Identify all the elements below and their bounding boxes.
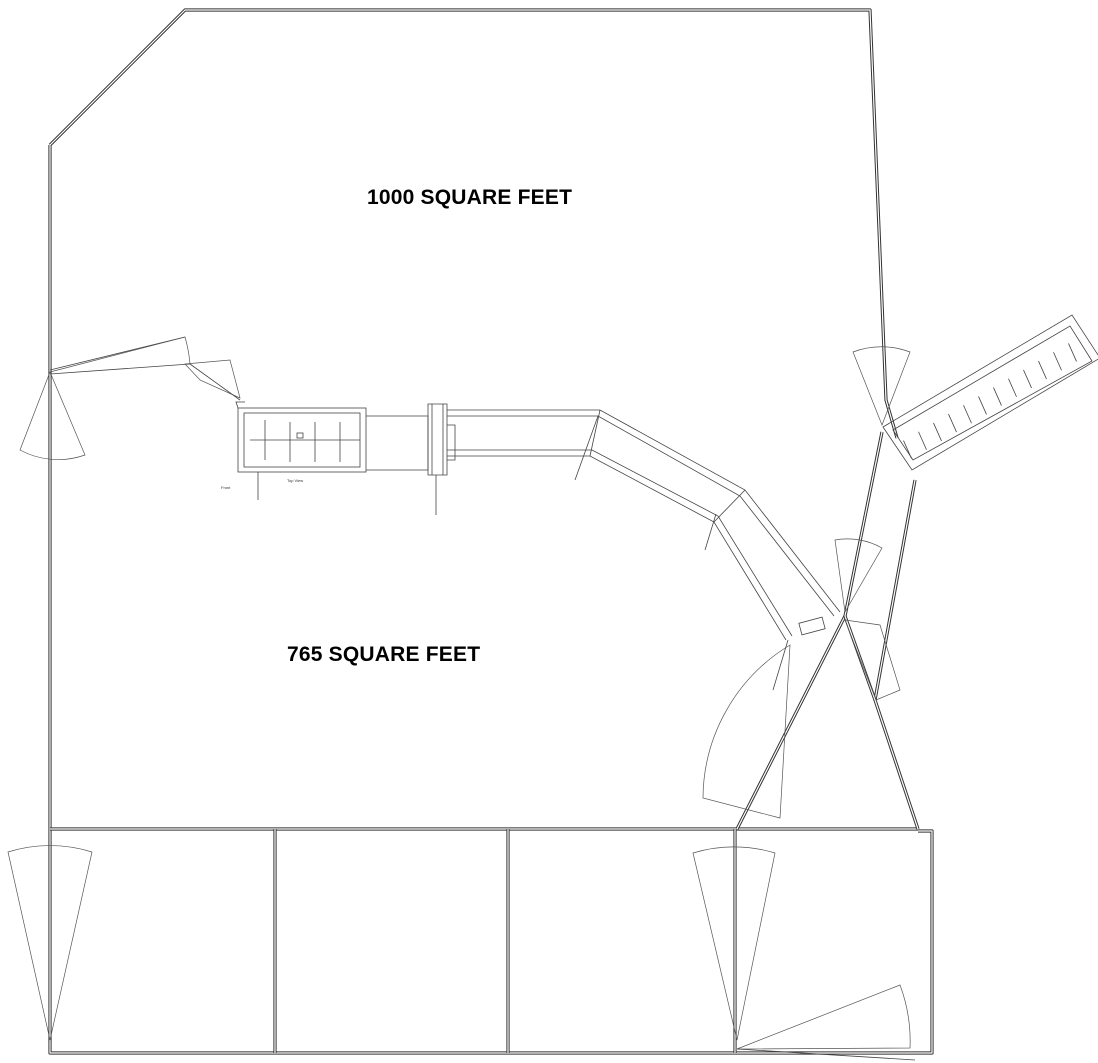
door-swing-corridor-lower <box>844 619 901 701</box>
door-swing-diagonal <box>702 644 791 819</box>
unit-rung <box>1038 360 1047 380</box>
unit-rung <box>1008 378 1017 397</box>
conveyor-path <box>447 409 841 691</box>
door-swing-left-upper <box>19 336 241 461</box>
unit-rung <box>1068 343 1077 362</box>
angled-unit-top-right <box>882 314 1098 471</box>
perimeter-wall <box>48 8 934 1055</box>
unit-rung <box>918 431 927 450</box>
area-label-upper: 1000 SQUARE FEET <box>367 186 573 209</box>
unit-rung <box>978 396 987 415</box>
unit-rung <box>1053 352 1062 371</box>
bottom-partitions <box>273 829 737 1053</box>
door-swing-corridor-upper <box>852 346 911 426</box>
unit-rung <box>993 387 1002 406</box>
unit-annotation-front: Front <box>221 485 231 490</box>
unit-annotation-top-view: Top View <box>287 478 304 483</box>
unit-rung <box>948 413 957 433</box>
unit-rung <box>963 405 972 424</box>
corridor-walls-right <box>735 431 920 830</box>
machine-unit <box>235 401 456 515</box>
area-label-lower: 765 SQUARE FEET <box>287 643 481 666</box>
door-swing-bottom-right <box>736 984 916 1061</box>
unit-rung <box>903 440 912 459</box>
door-swing-bottom-middle <box>692 846 776 1041</box>
unit-rung <box>933 422 942 442</box>
unit-rung <box>1023 369 1032 389</box>
door-swing-bottom-left <box>7 845 93 1041</box>
door-swing-corridor-middle <box>834 538 883 614</box>
